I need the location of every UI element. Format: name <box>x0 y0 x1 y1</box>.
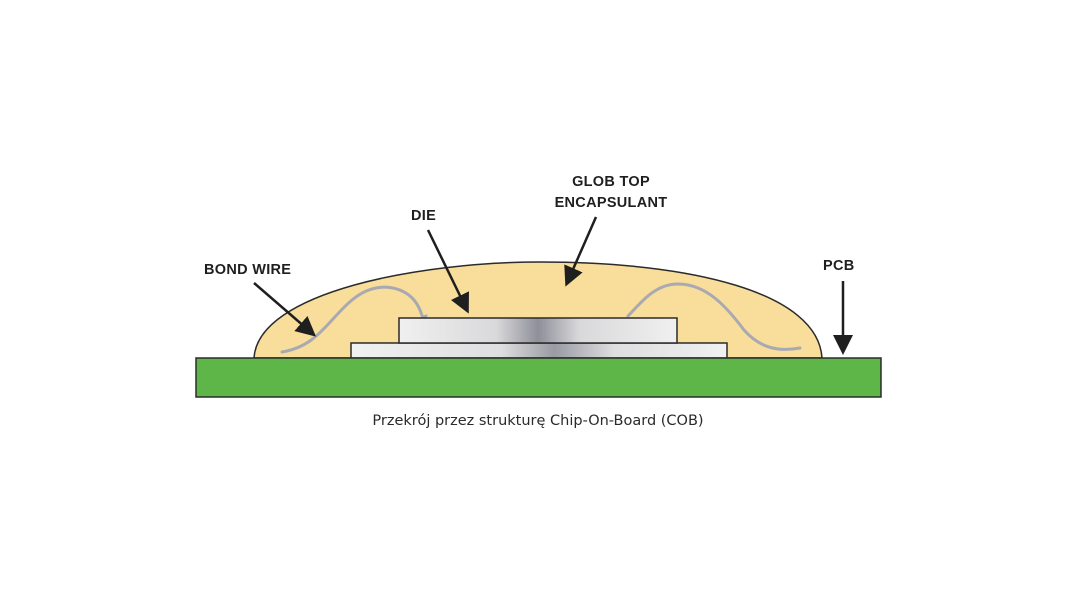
glob-top-arrow <box>564 216 598 287</box>
die-label: DIE <box>411 208 436 224</box>
pcb <box>195 357 882 398</box>
die <box>398 317 678 344</box>
bond-wire-label: BOND WIRE <box>204 262 291 278</box>
die-base-layer <box>350 342 728 359</box>
glob-top-encapsulant <box>253 261 823 359</box>
die-arrow <box>426 229 469 314</box>
glob-top-label-line2: ENCAPSULANT <box>555 195 668 211</box>
bond-wire-arrow <box>253 282 317 337</box>
pcb-label: PCB <box>823 258 855 274</box>
glob-top-label-line1: GLOB TOP <box>572 174 650 190</box>
bond-wire-right <box>626 282 802 351</box>
bond-wire-left <box>280 285 428 354</box>
diagram-caption: Przekrój przez strukturę Chip-On-Board (… <box>372 413 703 429</box>
